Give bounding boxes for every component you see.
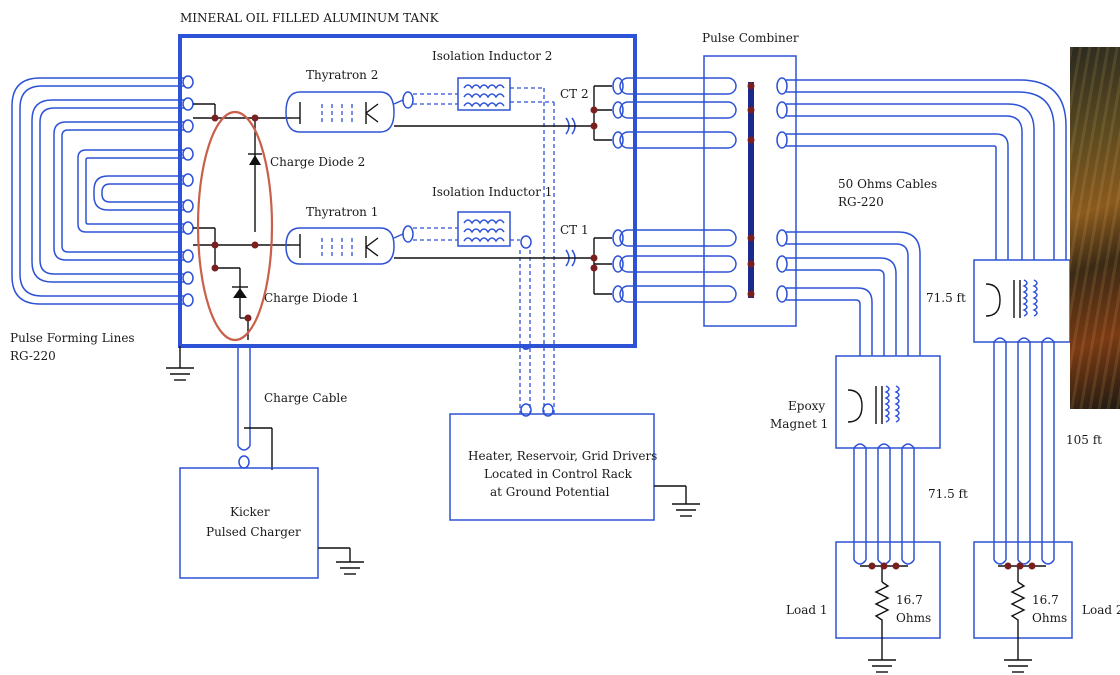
res2-line1: 16.7 bbox=[1032, 593, 1059, 607]
ground-icon bbox=[654, 485, 700, 517]
kicker-line2: Pulsed Charger bbox=[206, 525, 301, 539]
diode-icon bbox=[232, 286, 248, 298]
cables-label-line2: RG-220 bbox=[838, 195, 884, 209]
equipment-photo bbox=[1070, 47, 1120, 409]
length-label-c: 105 ft bbox=[1066, 433, 1102, 447]
kicker-line1: Kicker bbox=[230, 505, 270, 519]
ground-icon bbox=[1004, 659, 1032, 673]
cables-to-load1 bbox=[853, 443, 915, 565]
load1-label: Load 1 bbox=[786, 603, 827, 617]
res1-line2: Ohms bbox=[896, 611, 931, 625]
epoxy-magnet1-box bbox=[835, 355, 941, 449]
heater-line2: Located in Control Rack bbox=[484, 467, 633, 481]
cables-to-load2 bbox=[993, 337, 1055, 565]
res1-line1: 16.7 bbox=[896, 593, 923, 607]
tank-label: MINERAL OIL FILLED ALUMINUM TANK bbox=[180, 11, 440, 25]
load2-box bbox=[973, 541, 1073, 639]
pfl-label-line1: Pulse Forming Lines bbox=[10, 331, 135, 345]
thyratron-tube-icon bbox=[285, 91, 395, 133]
cables-label-line1: 50 Ohms Cables bbox=[838, 177, 937, 191]
highlight-ellipse bbox=[196, 110, 274, 342]
oil-tank bbox=[178, 34, 637, 348]
heater-line1: Heater, Reservoir, Grid Drivers bbox=[468, 449, 657, 463]
pfl-connectors bbox=[182, 75, 194, 307]
resistor-icon bbox=[874, 581, 890, 660]
res2-line2: Ohms bbox=[1032, 611, 1067, 625]
load2-label: Load 2 bbox=[1082, 603, 1120, 617]
ground-icon bbox=[166, 346, 194, 381]
resistor-icon bbox=[1010, 581, 1026, 660]
magnet-core-icon bbox=[847, 385, 900, 424]
pulse-forming-lines bbox=[11, 77, 185, 305]
ct1-label: CT 1 bbox=[560, 223, 589, 237]
iso-inductor1-label: Isolation Inductor 1 bbox=[432, 185, 552, 199]
ct2-label: CT 2 bbox=[560, 87, 589, 101]
combiner-output-connectors bbox=[776, 77, 788, 303]
equipment-photo-overlay bbox=[1070, 47, 1120, 409]
kicker-charger-box bbox=[179, 467, 319, 579]
epoxy-label-line1: Epoxy bbox=[788, 399, 825, 413]
pfl-label-line2: RG-220 bbox=[10, 349, 56, 363]
magnet2-box bbox=[973, 259, 1071, 343]
cables-to-magnet1 bbox=[786, 231, 921, 356]
diode-icon bbox=[248, 153, 262, 165]
control-rack-box bbox=[449, 413, 655, 521]
thyratron-tube-icon bbox=[285, 227, 395, 265]
pulse-combiner-label: Pulse Combiner bbox=[702, 31, 799, 45]
cables-to-magnet2 bbox=[786, 79, 1067, 260]
combiner-cables bbox=[619, 77, 737, 303]
tank-output-connectors bbox=[612, 77, 624, 303]
heater-line3: at Ground Potential bbox=[490, 485, 610, 499]
charge-diode1-label: Charge Diode 1 bbox=[264, 291, 359, 305]
inductor-icon bbox=[457, 211, 511, 247]
magnet-core-icon bbox=[985, 279, 1038, 318]
ground-icon bbox=[868, 659, 896, 673]
iso-inductor2-label: Isolation Inductor 2 bbox=[432, 49, 552, 63]
combiner-bus-bar bbox=[748, 82, 754, 298]
charge-cable bbox=[237, 346, 251, 451]
pulse-combiner-box bbox=[703, 55, 797, 327]
load1-box bbox=[835, 541, 941, 639]
charge-diode2-label: Charge Diode 2 bbox=[270, 155, 365, 169]
charge-cable-label: Charge Cable bbox=[264, 391, 347, 405]
epoxy-label-line2: Magnet 1 bbox=[770, 417, 828, 431]
ground-icon bbox=[318, 547, 364, 575]
length-label-b: 71.5 ft bbox=[928, 487, 968, 501]
thyratron1-label: Thyratron 1 bbox=[306, 205, 378, 219]
length-label-a: 71.5 ft bbox=[926, 291, 966, 305]
inductor-icon bbox=[457, 77, 511, 111]
thyratron2-label: Thyratron 2 bbox=[306, 68, 378, 82]
